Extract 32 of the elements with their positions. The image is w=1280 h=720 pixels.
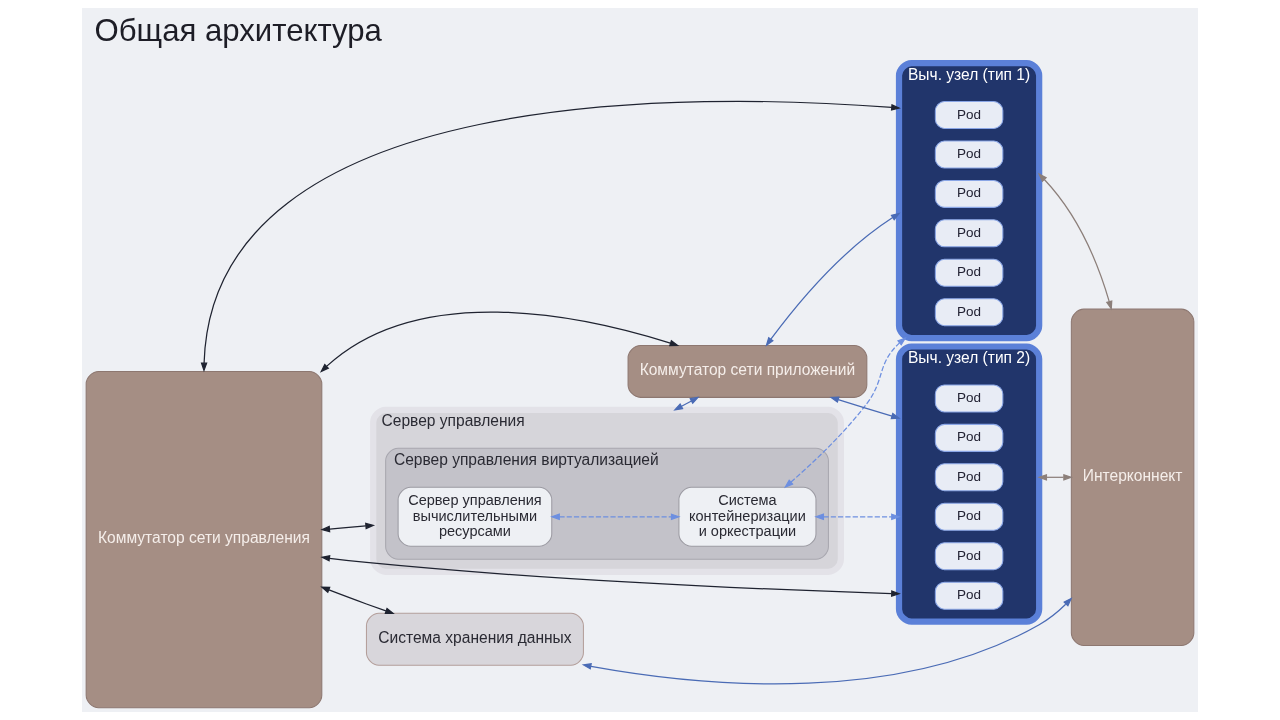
node-box: Система контейнеризации и оркестрации — [678, 486, 817, 547]
arrow — [783, 337, 907, 489]
node-box: Pod — [934, 258, 1004, 287]
arrow — [320, 522, 376, 533]
node-box: Pod — [934, 581, 1004, 610]
arrow — [200, 101, 901, 373]
arrow — [829, 396, 901, 420]
arrow — [581, 597, 1073, 685]
diagram-title: Общая архитектура — [94, 13, 382, 49]
node-box: Коммутатор сети приложений — [627, 344, 868, 398]
arrow — [765, 212, 901, 347]
node-box: Сервер управления вычислительными ресурсами — [397, 486, 553, 547]
arrow — [550, 513, 681, 521]
node-box: Pod — [934, 463, 1004, 492]
node-box: Интерконнект — [1070, 308, 1195, 646]
arrow — [319, 311, 680, 373]
node-box: Pod — [934, 140, 1004, 169]
arrow — [320, 554, 901, 597]
node-box: Pod — [934, 101, 1004, 129]
node-box: Pod — [934, 542, 1004, 571]
node-box: Pod — [934, 423, 1004, 452]
node-box: Pod — [934, 219, 1004, 248]
node-box: Pod — [934, 384, 1004, 413]
node-box: Система хранения данных — [365, 612, 584, 666]
node-box: Pod — [934, 179, 1004, 208]
arrow — [320, 586, 395, 614]
arrow — [814, 513, 901, 521]
arrow — [673, 396, 700, 411]
node-box: Коммутатор сети управления — [85, 370, 323, 709]
node-box: Pod — [934, 298, 1004, 327]
arrow — [1037, 172, 1113, 311]
node-box: Pod — [934, 502, 1004, 531]
